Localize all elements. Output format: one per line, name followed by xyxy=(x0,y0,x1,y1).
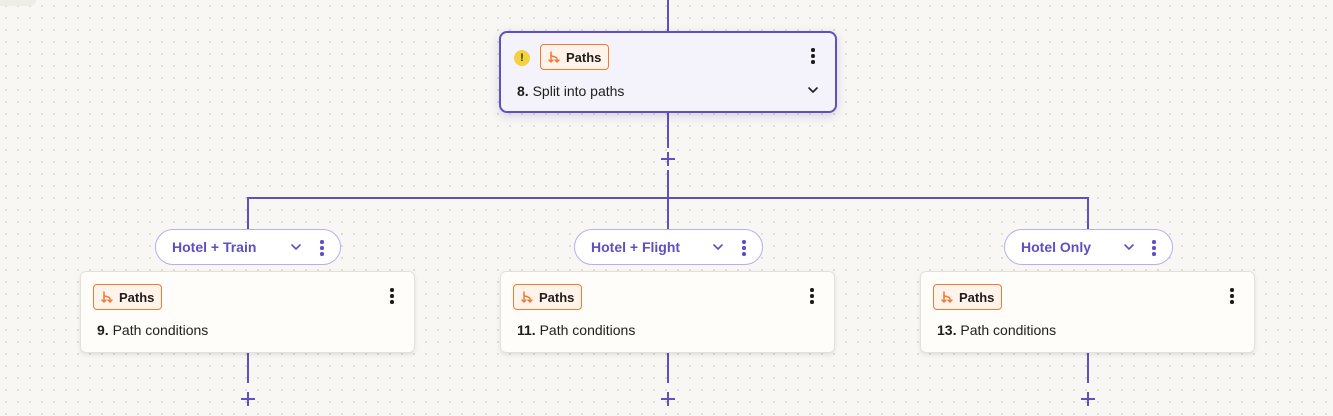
app-badge-paths: Paths xyxy=(933,284,1003,310)
app-badge-label: Paths xyxy=(566,49,602,65)
chevron-down-icon[interactable] xyxy=(711,240,725,254)
step-card-13[interactable]: Paths 13. Path conditions xyxy=(920,271,1255,353)
paths-icon xyxy=(548,51,560,63)
path-pill-hotel-train[interactable]: Hotel + Train xyxy=(155,229,341,265)
add-step-button-path-2[interactable] xyxy=(658,389,678,409)
step-title-text: Path conditions xyxy=(539,322,636,338)
connector-split-bar xyxy=(247,197,1089,229)
app-badge-paths: Paths xyxy=(540,44,610,70)
step-menu-button[interactable] xyxy=(383,285,401,307)
step-number: 8. xyxy=(517,83,529,99)
paths-icon xyxy=(941,291,953,303)
exclamation-icon: ! xyxy=(514,50,530,66)
step-card-11[interactable]: Paths 11. Path conditions xyxy=(500,271,835,353)
app-badge-paths: Paths xyxy=(93,284,163,310)
app-badge-label: Paths xyxy=(539,289,575,305)
step-menu-button[interactable] xyxy=(804,45,822,67)
step-number: 9. xyxy=(97,322,109,338)
path-pill-label: Hotel Only xyxy=(1021,239,1092,255)
add-step-button-path-3[interactable] xyxy=(1078,389,1098,409)
path-menu-button[interactable] xyxy=(738,238,750,258)
step-title-text: Path conditions xyxy=(112,322,209,338)
step-number: 13. xyxy=(937,322,957,338)
step-title-text: Path conditions xyxy=(960,322,1057,338)
step-title: 11. Path conditions xyxy=(517,322,635,338)
chevron-down-icon[interactable] xyxy=(1122,240,1136,254)
step-menu-button[interactable] xyxy=(803,285,821,307)
paths-icon xyxy=(101,291,113,303)
paths-icon xyxy=(521,291,533,303)
path-pill-hotel-flight[interactable]: Hotel + Flight xyxy=(574,229,763,265)
step-number: 11. xyxy=(517,322,536,338)
chevron-down-icon[interactable] xyxy=(289,240,303,254)
chevron-down-icon[interactable] xyxy=(805,82,821,98)
step-title: 13. Path conditions xyxy=(937,322,1056,338)
step-title-text: Split into paths xyxy=(532,83,625,99)
step-card-9[interactable]: Paths 9. Path conditions xyxy=(80,271,415,353)
step-title: 8. Split into paths xyxy=(517,83,624,99)
path-pill-hotel-only[interactable]: Hotel Only xyxy=(1004,229,1173,265)
path-pill-label: Hotel + Flight xyxy=(591,239,681,255)
path-menu-button[interactable] xyxy=(316,238,328,258)
corner-chip xyxy=(0,0,36,6)
add-step-button[interactable] xyxy=(658,149,678,169)
step-title: 9. Path conditions xyxy=(97,322,208,338)
add-step-button-path-1[interactable] xyxy=(238,389,258,409)
step-card-split-into-paths[interactable]: ! Paths 8. Split into paths xyxy=(499,31,837,113)
app-badge-paths: Paths xyxy=(513,284,583,310)
app-badge-label: Paths xyxy=(119,289,155,305)
path-menu-button[interactable] xyxy=(1148,238,1160,258)
app-badge-label: Paths xyxy=(959,289,995,305)
step-menu-button[interactable] xyxy=(1223,285,1241,307)
path-pill-label: Hotel + Train xyxy=(172,239,257,255)
